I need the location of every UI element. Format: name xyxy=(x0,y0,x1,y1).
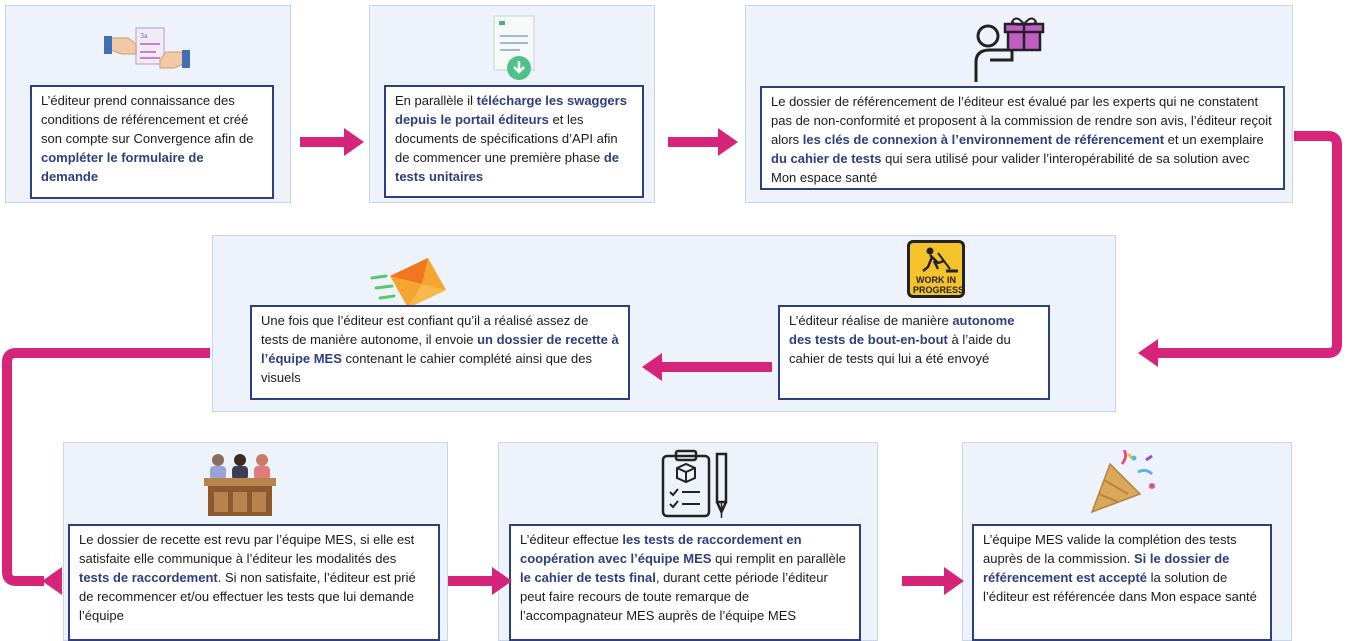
svg-text:Ʒa: Ʒa xyxy=(140,33,148,40)
highlighted-text: le cahier de tests final xyxy=(520,570,656,585)
highlighted-text: Si le dossier de référencement est accep… xyxy=(983,551,1230,585)
body-text: Le dossier de référencement de l’éditeur… xyxy=(771,94,1272,147)
body-text: Une fois que l’éditeur est confiant qu’i… xyxy=(261,313,589,347)
arrow-step5-to-step6-head xyxy=(42,567,62,595)
clipboard-checklist-icon xyxy=(661,449,728,518)
digging-worker-icon xyxy=(922,247,958,273)
arrow-step1-to-step2 xyxy=(300,137,346,147)
body-text: et un exemplaire xyxy=(1164,132,1264,147)
arrow-step6-to-step7-head xyxy=(492,567,512,595)
arrow-step7-to-step8-head xyxy=(944,567,964,595)
flying-envelope-icon xyxy=(370,258,446,308)
body-text: L’éditeur réalise de manière xyxy=(789,313,953,328)
arrow-step4-to-step5 xyxy=(660,362,772,372)
step-3-text-box: Le dossier de référencement de l’éditeur… xyxy=(760,86,1285,190)
connector-step5-to-step6 xyxy=(2,348,210,586)
step-2-text-box: En parallèle il télécharge les swaggers … xyxy=(384,85,644,198)
body-text: L’éditeur prend connaissance des conditi… xyxy=(41,93,254,146)
step-1-text-box: L’éditeur prend connaissance des conditi… xyxy=(30,85,274,199)
work-in-progress-sign-text: WORK IN PROGRESS xyxy=(913,275,965,295)
highlighted-text: un dossier de recette à l’équipe MES xyxy=(261,332,619,366)
highlighted-text: de tests unitaires xyxy=(395,150,620,184)
highlighted-text: les clés de connexion à l’environnement … xyxy=(802,132,1165,147)
arrow-step1-to-step2-head xyxy=(344,128,364,156)
highlighted-text: tests de raccordement xyxy=(79,570,218,585)
person-gift-icon xyxy=(974,17,1045,82)
body-text: En parallèle il xyxy=(395,93,477,108)
highlighted-text: du cahier de tests xyxy=(771,151,882,166)
arrow-step7-to-step8 xyxy=(902,576,946,586)
party-popper-icon xyxy=(1090,450,1155,514)
step-4-text-box: L’éditeur réalise de manière autonome de… xyxy=(778,305,1050,400)
document-download-icon xyxy=(493,15,535,80)
body-text: , durant cette période l’éditeur peut fa… xyxy=(520,570,828,623)
arrow-step2-to-step3 xyxy=(668,137,720,147)
step-6-text-box: Le dossier de recette est revu par l’équ… xyxy=(68,524,440,641)
body-text: L’éditeur effectue xyxy=(520,532,623,547)
highlighted-text: compléter le formulaire de demande xyxy=(41,150,204,184)
highlighted-text: les tests de raccordement en coopération… xyxy=(520,532,802,566)
body-text: la solution de l’éditeur est référencée … xyxy=(983,570,1257,604)
jury-panel-icon xyxy=(204,454,276,516)
highlighted-text: autonome des tests de bout-en-bout xyxy=(789,313,1015,347)
body-text: contenant le cahier complété ainsi que d… xyxy=(261,351,592,385)
body-text: qui remplit en parallèle xyxy=(711,551,846,566)
highlighted-text: télécharge les swaggers depuis le portai… xyxy=(395,93,627,127)
connector-step3-to-step4 xyxy=(1156,131,1342,358)
body-text: à l’aide du cahier de tests qui lui a ét… xyxy=(789,332,1011,366)
arrow-step3-to-step4-head xyxy=(1138,339,1158,367)
step-8-text-box: L’équipe MES valide la complétion des te… xyxy=(972,524,1272,641)
body-text: qui sera utilisé pour valider l’interopé… xyxy=(771,151,1250,185)
arrow-step6-to-step7 xyxy=(448,576,494,586)
body-text: Le dossier de recette est revu par l’équ… xyxy=(79,532,415,566)
body-text: et les documents de spécifications d’API… xyxy=(395,112,618,165)
arrow-step4-to-step5-head xyxy=(642,353,662,381)
step-5-text-box: Une fois que l’éditeur est confiant qu’i… xyxy=(250,305,630,400)
step-7-text-box: L’éditeur effectue les tests de raccorde… xyxy=(509,524,861,641)
body-text: . Si non satisfaite, l’éditeur est prié … xyxy=(79,570,416,623)
work-in-progress-sign-icon: WORK IN PROGRESS xyxy=(907,240,965,298)
arrow-step2-to-step3-head xyxy=(718,128,738,156)
body-text: L’équipe MES valide la complétion des te… xyxy=(983,532,1237,566)
handshake-contract-icon: Ʒa xyxy=(104,27,190,69)
